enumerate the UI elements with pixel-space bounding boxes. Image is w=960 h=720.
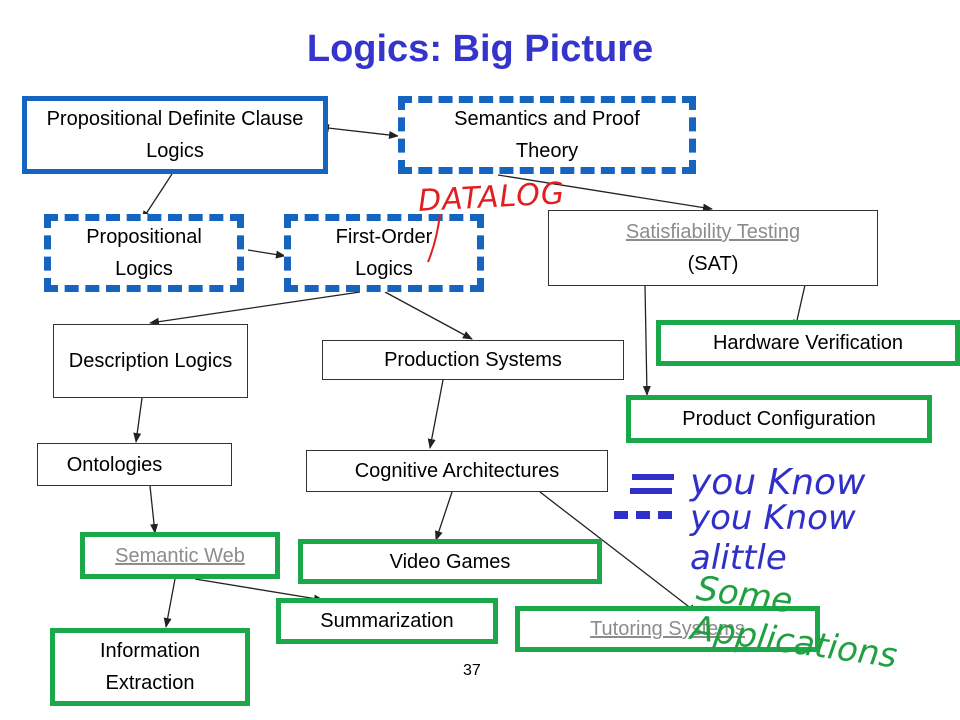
node-label: Semantics and Proof Theory: [454, 108, 640, 162]
node-propositional-definite-clause: Propositional Definite Clause Logics: [22, 96, 328, 174]
node-ontologies: Ontologies: [37, 443, 232, 486]
edge-description-ontologies: [133, 397, 143, 443]
node-label: Production Systems: [384, 349, 562, 371]
edge-definite-propositional: [141, 173, 173, 221]
node-semantic-web: Semantic Web: [80, 532, 280, 579]
node-information-extraction: Information Extraction: [50, 628, 250, 706]
edge-firstorder-production: [384, 291, 473, 340]
legend-dashed-swatch: [630, 474, 674, 494]
legend-dotted-swatch: [614, 511, 672, 519]
edge-semweb-summarization: [194, 578, 324, 603]
page-number: 37: [463, 662, 481, 679]
node-label: Information Extraction: [99, 640, 201, 694]
node-product-configuration: Product Configuration: [626, 395, 932, 443]
node-production-systems: Production Systems: [322, 340, 624, 380]
node-satisfiability-testing: Satisfiability Testing (SAT): [548, 210, 878, 286]
sat-link[interactable]: Satisfiability Testing: [625, 221, 801, 243]
node-label: Summarization: [320, 610, 454, 632]
node-hardware-verification: Hardware Verification: [656, 320, 960, 366]
node-label: Propositional Definite Clause Logics: [46, 108, 304, 162]
node-label: (SAT): [687, 253, 739, 275]
slide-title: Logics: Big Picture: [306, 28, 654, 70]
annotation-you-know-a-little: you Know alittle: [690, 498, 856, 578]
edge-semantics-sat: [497, 174, 713, 212]
semantic-web-link[interactable]: Semantic Web: [115, 544, 245, 567]
annotation-you-know: you Know: [690, 462, 866, 503]
node-label: Cognitive Architectures: [354, 460, 560, 482]
edge-ontologies-semweb: [149, 485, 159, 534]
node-label: Hardware Verification: [712, 332, 904, 354]
edge-cognitive-videogames: [435, 491, 453, 541]
node-description-logics: Description Logics: [53, 324, 248, 398]
node-label: Propositional Logics: [86, 226, 202, 280]
edge-semweb-infoextraction: [163, 578, 176, 628]
node-propositional-logics: Propositional Logics: [44, 214, 244, 292]
node-label: Video Games: [389, 550, 511, 573]
node-summarization: Summarization: [276, 598, 498, 644]
edge-production-cognitive: [427, 379, 444, 449]
edge-propositional-firstorder: [247, 249, 286, 259]
node-tutoring-systems: Tutoring Systems: [515, 606, 820, 652]
edge-definite-semantics: [319, 124, 399, 139]
node-label: Product Configuration: [682, 408, 876, 430]
node-cognitive-architectures: Cognitive Architectures: [306, 450, 608, 492]
node-semantics-proof-theory: Semantics and Proof Theory: [398, 96, 696, 174]
node-label: Description Logics: [68, 350, 233, 372]
edge-firstorder-description: [149, 291, 361, 326]
node-first-order-logics: First-Order Logics: [284, 214, 484, 292]
node-video-games: Video Games: [298, 539, 602, 584]
node-label: Ontologies: [66, 453, 163, 476]
tutoring-systems-link[interactable]: Tutoring Systems: [590, 618, 745, 640]
edge-sat-product: [642, 284, 651, 396]
node-label: First-Order Logics: [335, 226, 433, 280]
edge-cognitive-tutoring: [539, 491, 698, 614]
